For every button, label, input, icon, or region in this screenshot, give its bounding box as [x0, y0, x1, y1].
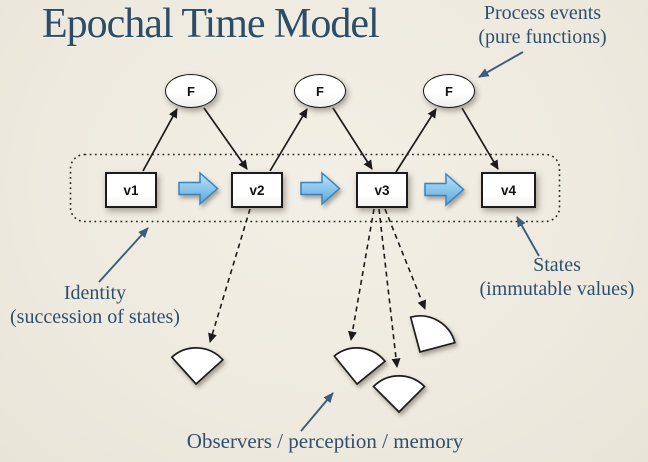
process-events-line2: (pure functions) — [478, 26, 607, 48]
function-node-2: F — [294, 74, 346, 108]
states-line2: (immutable values) — [479, 278, 635, 300]
transition-arrow-icon-1 — [178, 171, 219, 206]
identity-line2: (succession of states) — [10, 306, 180, 328]
arrow-v3-to-observer-left — [348, 208, 375, 341]
states-line1: States — [533, 254, 581, 276]
identity-dotted-container — [69, 153, 561, 223]
state-box-v1: v1 — [105, 172, 157, 208]
arrow-f2-to-v3 — [332, 107, 373, 170]
function-arrows — [142, 107, 499, 173]
transition-arrows — [178, 171, 465, 207]
process-events-pointer-arrow — [478, 51, 524, 78]
function-node-2-label: F — [316, 83, 324, 99]
annotation-arrows — [98, 51, 540, 432]
observers-pointer-arrow — [300, 392, 334, 432]
function-node-3: F — [423, 74, 475, 108]
arrow-v2-to-f2 — [269, 108, 308, 172]
function-node-3-label: F — [445, 83, 453, 99]
state-box-v1-label: v1 — [123, 182, 139, 198]
observer-fan-icon-3 — [372, 375, 426, 414]
identity-line1: Identity — [63, 282, 127, 304]
identity-pointer-arrow — [98, 227, 149, 283]
observer-fans — [170, 315, 456, 414]
function-node-1-label: F — [187, 83, 195, 99]
arrow-v2-to-observer — [208, 208, 251, 343]
states-label: States (immutable values) — [462, 253, 648, 301]
state-box-v3-label: v3 — [374, 182, 390, 198]
states-pointer-arrow — [516, 216, 540, 257]
state-box-v3: v3 — [356, 172, 408, 208]
observer-fan-icon-1 — [170, 347, 224, 386]
observer-fan-icon-2 — [333, 347, 387, 386]
slide-title: Epochal Time Model — [42, 1, 380, 47]
observers-line1: Observers / perception / memory — [186, 429, 464, 453]
state-box-v2-label: v2 — [249, 182, 265, 198]
state-box-v2: v2 — [231, 172, 283, 208]
arrow-f3-to-v4 — [461, 107, 499, 170]
transition-arrow-icon-2 — [300, 171, 341, 206]
arrow-v3-to-observer-right — [384, 208, 427, 310]
state-box-v4-label: v4 — [500, 182, 517, 198]
arrow-v1-to-f1 — [142, 108, 178, 172]
process-events-label: Process events (pure functions) — [440, 1, 645, 49]
transition-arrow-icon-3 — [424, 172, 465, 207]
observers-label: Observers / perception / memory — [150, 429, 500, 454]
identity-label: Identity (succession of states) — [0, 281, 190, 329]
arrow-v3-to-observer-middle — [378, 208, 401, 368]
function-node-1: F — [165, 74, 217, 108]
observer-arrows — [208, 208, 427, 368]
arrow-v3-to-f3 — [395, 108, 437, 173]
state-box-v4: v4 — [481, 172, 536, 208]
arrow-f1-to-v2 — [203, 107, 248, 170]
process-events-line1: Process events — [483, 2, 602, 24]
observer-fan-icon-4 — [409, 315, 456, 354]
